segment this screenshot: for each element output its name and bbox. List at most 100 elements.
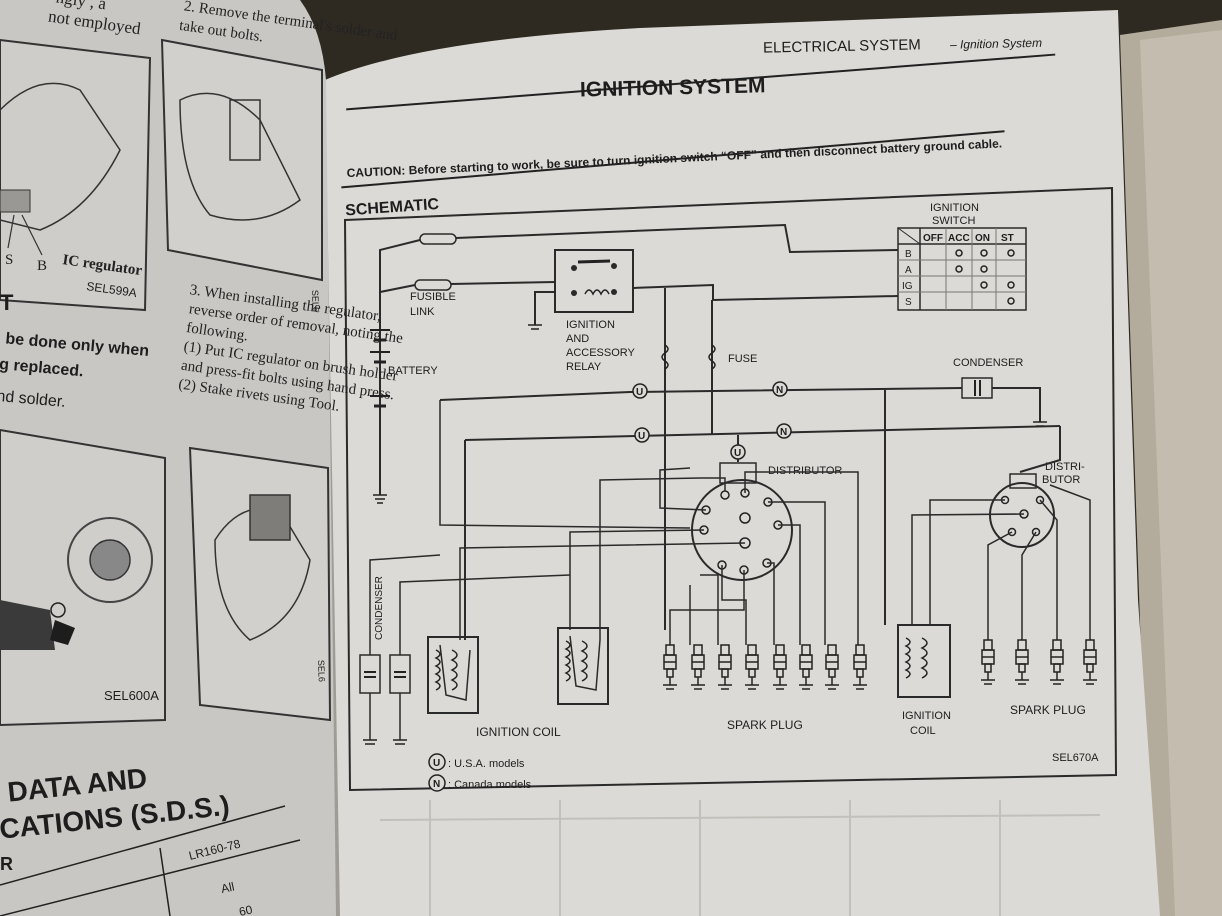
spark-plug-icon	[718, 644, 732, 690]
page-header: ELECTRICAL SYSTEM – Ignition System	[346, 36, 1056, 111]
condenser-right-label: CONDENSER	[953, 357, 1023, 369]
spark-plug-icon	[853, 644, 867, 690]
svg-text:N: N	[780, 427, 787, 438]
spark-plug-icon	[663, 644, 677, 690]
figure-ic-regulator: S B IC regulator SEL599A	[0, 38, 152, 312]
fig-code-4: SEL6	[316, 660, 327, 682]
switch-label-2: SWITCH	[932, 215, 975, 227]
relay-label-4: RELAY	[566, 361, 602, 373]
spark-plug-icon	[1083, 639, 1097, 685]
svg-text:U: U	[638, 431, 645, 442]
switch-col-on: ON	[975, 233, 990, 244]
arrow-marker	[50, 620, 75, 645]
distributor-right-label-2: BUTOR	[1042, 474, 1080, 486]
legend-usa-marker: U	[433, 758, 440, 769]
distributor-left-label: DISTRIBUTOR	[768, 465, 842, 477]
main-feed-wire	[379, 239, 421, 495]
fusible-label-2: LINK	[410, 306, 435, 318]
distributor-right-label-1: DISTRI-	[1045, 461, 1085, 473]
svg-text:U: U	[636, 387, 643, 398]
spark-plug-icon	[825, 644, 839, 690]
relay-output-wire	[632, 283, 899, 302]
spark-plugs-left	[663, 644, 867, 690]
fusible-link-wire-1	[455, 223, 899, 254]
spark-plug-left-label: SPARK PLUG	[727, 718, 803, 732]
marker-u-1: U	[632, 383, 648, 399]
battery-section: FUSIBLE LINK BATTERY	[370, 223, 899, 504]
legend-canada: N : Canada models	[428, 774, 532, 792]
figure-code: SEL670A	[1052, 752, 1099, 764]
spark-plug-icon	[745, 644, 759, 690]
legend-usa: U : U.S.A. models	[428, 753, 525, 771]
marker-n-1: N	[772, 381, 788, 397]
switch-col-st: ST	[1001, 233, 1014, 244]
fig-code-2: SEL600A	[104, 688, 159, 703]
spark-plug-icon	[691, 644, 705, 690]
switch-row-a: A	[905, 265, 912, 276]
battery-ground	[373, 494, 387, 504]
text-solder: nd solder.	[0, 388, 66, 411]
left-heading-t: T	[0, 290, 14, 315]
distributor-right	[911, 473, 1091, 640]
relay-ground-wire	[534, 291, 555, 325]
fusible-link-wire-2	[450, 281, 556, 285]
fusible-label-1: FUSIBLE	[410, 291, 456, 303]
coil-feed-upper	[439, 400, 691, 529]
ignition-coil-left-1	[427, 636, 479, 714]
header-section: ELECTRICAL SYSTEM	[763, 36, 921, 56]
bleed-through	[379, 800, 1101, 916]
feed-lower	[464, 425, 1061, 441]
page-title: IGNITION SYSTEM	[580, 74, 766, 101]
fusible-branch	[379, 284, 416, 293]
distributor-right-feed	[1019, 426, 1061, 473]
ignition-coil-right	[897, 624, 951, 698]
svg-text:U: U	[734, 448, 741, 459]
legend-usa-text: : U.S.A. models	[448, 758, 525, 770]
distributor-left	[691, 462, 793, 581]
ignition-coil-left-label: IGNITION COIL	[476, 725, 561, 739]
spark-plugs-right	[981, 639, 1097, 685]
fig-code-3: SEL6	[310, 290, 321, 312]
figure-remove-bolts: SEL6	[160, 38, 323, 312]
spark-plug-icon	[1015, 639, 1029, 685]
header-subsection: – Ignition System	[949, 36, 1042, 52]
caution-rule	[341, 130, 1005, 189]
spark-plug-right-label: SPARK PLUG	[1010, 703, 1086, 717]
switch-col-acc: ACC	[948, 233, 970, 244]
schematic-heading: SCHEMATIC	[345, 196, 440, 220]
schematic-frame	[343, 186, 1118, 792]
battery-symbol	[370, 329, 390, 408]
page-stack-edge-inner	[1140, 30, 1222, 916]
condenser-left-label: CONDENSER	[374, 576, 385, 640]
figure-regulator-assembly: SEL600A	[0, 428, 166, 727]
switch-col-off: OFF	[923, 233, 943, 244]
switch-row-b: B	[905, 249, 912, 260]
fig-code-1: SEL599A	[86, 279, 138, 300]
terminal-s: S	[5, 252, 13, 268]
header-rule	[346, 53, 1056, 111]
spark-plug-icon	[1050, 639, 1064, 685]
table-value-2: All	[220, 879, 236, 895]
usa-canada-feed-upper	[439, 387, 963, 401]
legend-canada-text: : Canada models	[448, 779, 532, 791]
spark-plug-icon	[981, 639, 995, 685]
spark-plug-icon	[773, 644, 787, 690]
condenser-left	[359, 554, 571, 745]
fuse-label: FUSE	[728, 353, 757, 365]
relay-label-1: IGNITION	[566, 319, 615, 331]
ignition-switch	[897, 227, 1027, 311]
figure-stake-rivets: SEL6	[188, 446, 332, 722]
plug-wires-left	[459, 467, 859, 645]
legend-canada-marker: N	[433, 779, 440, 790]
relay-label-2: AND	[566, 333, 589, 345]
relay-label-3: ACCESSORY	[566, 347, 636, 359]
switch-row-s: S	[905, 297, 912, 308]
switch-row-ig: IG	[902, 281, 913, 292]
battery-label: BATTERY	[388, 365, 438, 377]
fuse-pair	[661, 288, 716, 435]
ignition-coil-right-label-2: COIL	[910, 725, 936, 737]
switch-label-1: IGNITION	[930, 202, 979, 214]
spark-plug-icon	[799, 644, 813, 690]
fusible-link-1	[419, 233, 457, 245]
